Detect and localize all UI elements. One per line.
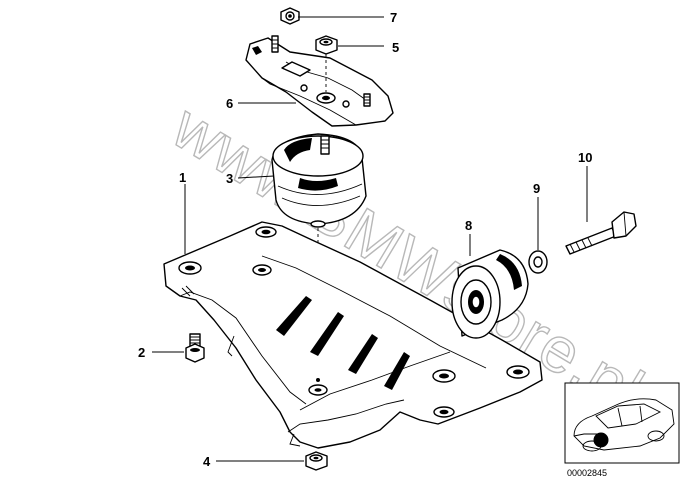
reference-number: 00002845 <box>567 468 607 478</box>
callout-3[interactable]: 3 <box>226 171 233 186</box>
part-8-bushing[interactable] <box>451 249 529 339</box>
part-10-long-bolt[interactable] <box>565 211 637 255</box>
callout-4[interactable]: 4 <box>203 454 211 469</box>
part-6-bracket[interactable] <box>245 35 394 127</box>
part-5-nut[interactable] <box>315 35 338 55</box>
part-1-crossmember[interactable] <box>163 221 543 449</box>
callout-5[interactable]: 5 <box>392 40 399 55</box>
callout-9[interactable]: 9 <box>533 181 540 196</box>
callouts: 7 5 6 3 1 2 4 8 9 10 <box>138 10 592 469</box>
callout-10[interactable]: 10 <box>578 150 592 165</box>
leader-lines <box>152 16 588 462</box>
part-4-nut[interactable] <box>305 451 328 471</box>
callout-8[interactable]: 8 <box>465 218 472 233</box>
callout-6[interactable]: 6 <box>226 96 233 111</box>
part-3-engine-mount[interactable] <box>271 133 367 228</box>
callout-2[interactable]: 2 <box>138 345 145 360</box>
part-9-washer[interactable] <box>528 250 548 274</box>
location-marker-icon <box>593 432 609 448</box>
car-silhouette-icon <box>573 398 675 452</box>
callout-7[interactable]: 7 <box>390 10 397 25</box>
part-2-bolt[interactable] <box>185 333 205 363</box>
part-7-nut[interactable] <box>280 7 300 25</box>
callout-1[interactable]: 1 <box>179 170 186 185</box>
vehicle-locator-inset <box>564 382 680 464</box>
